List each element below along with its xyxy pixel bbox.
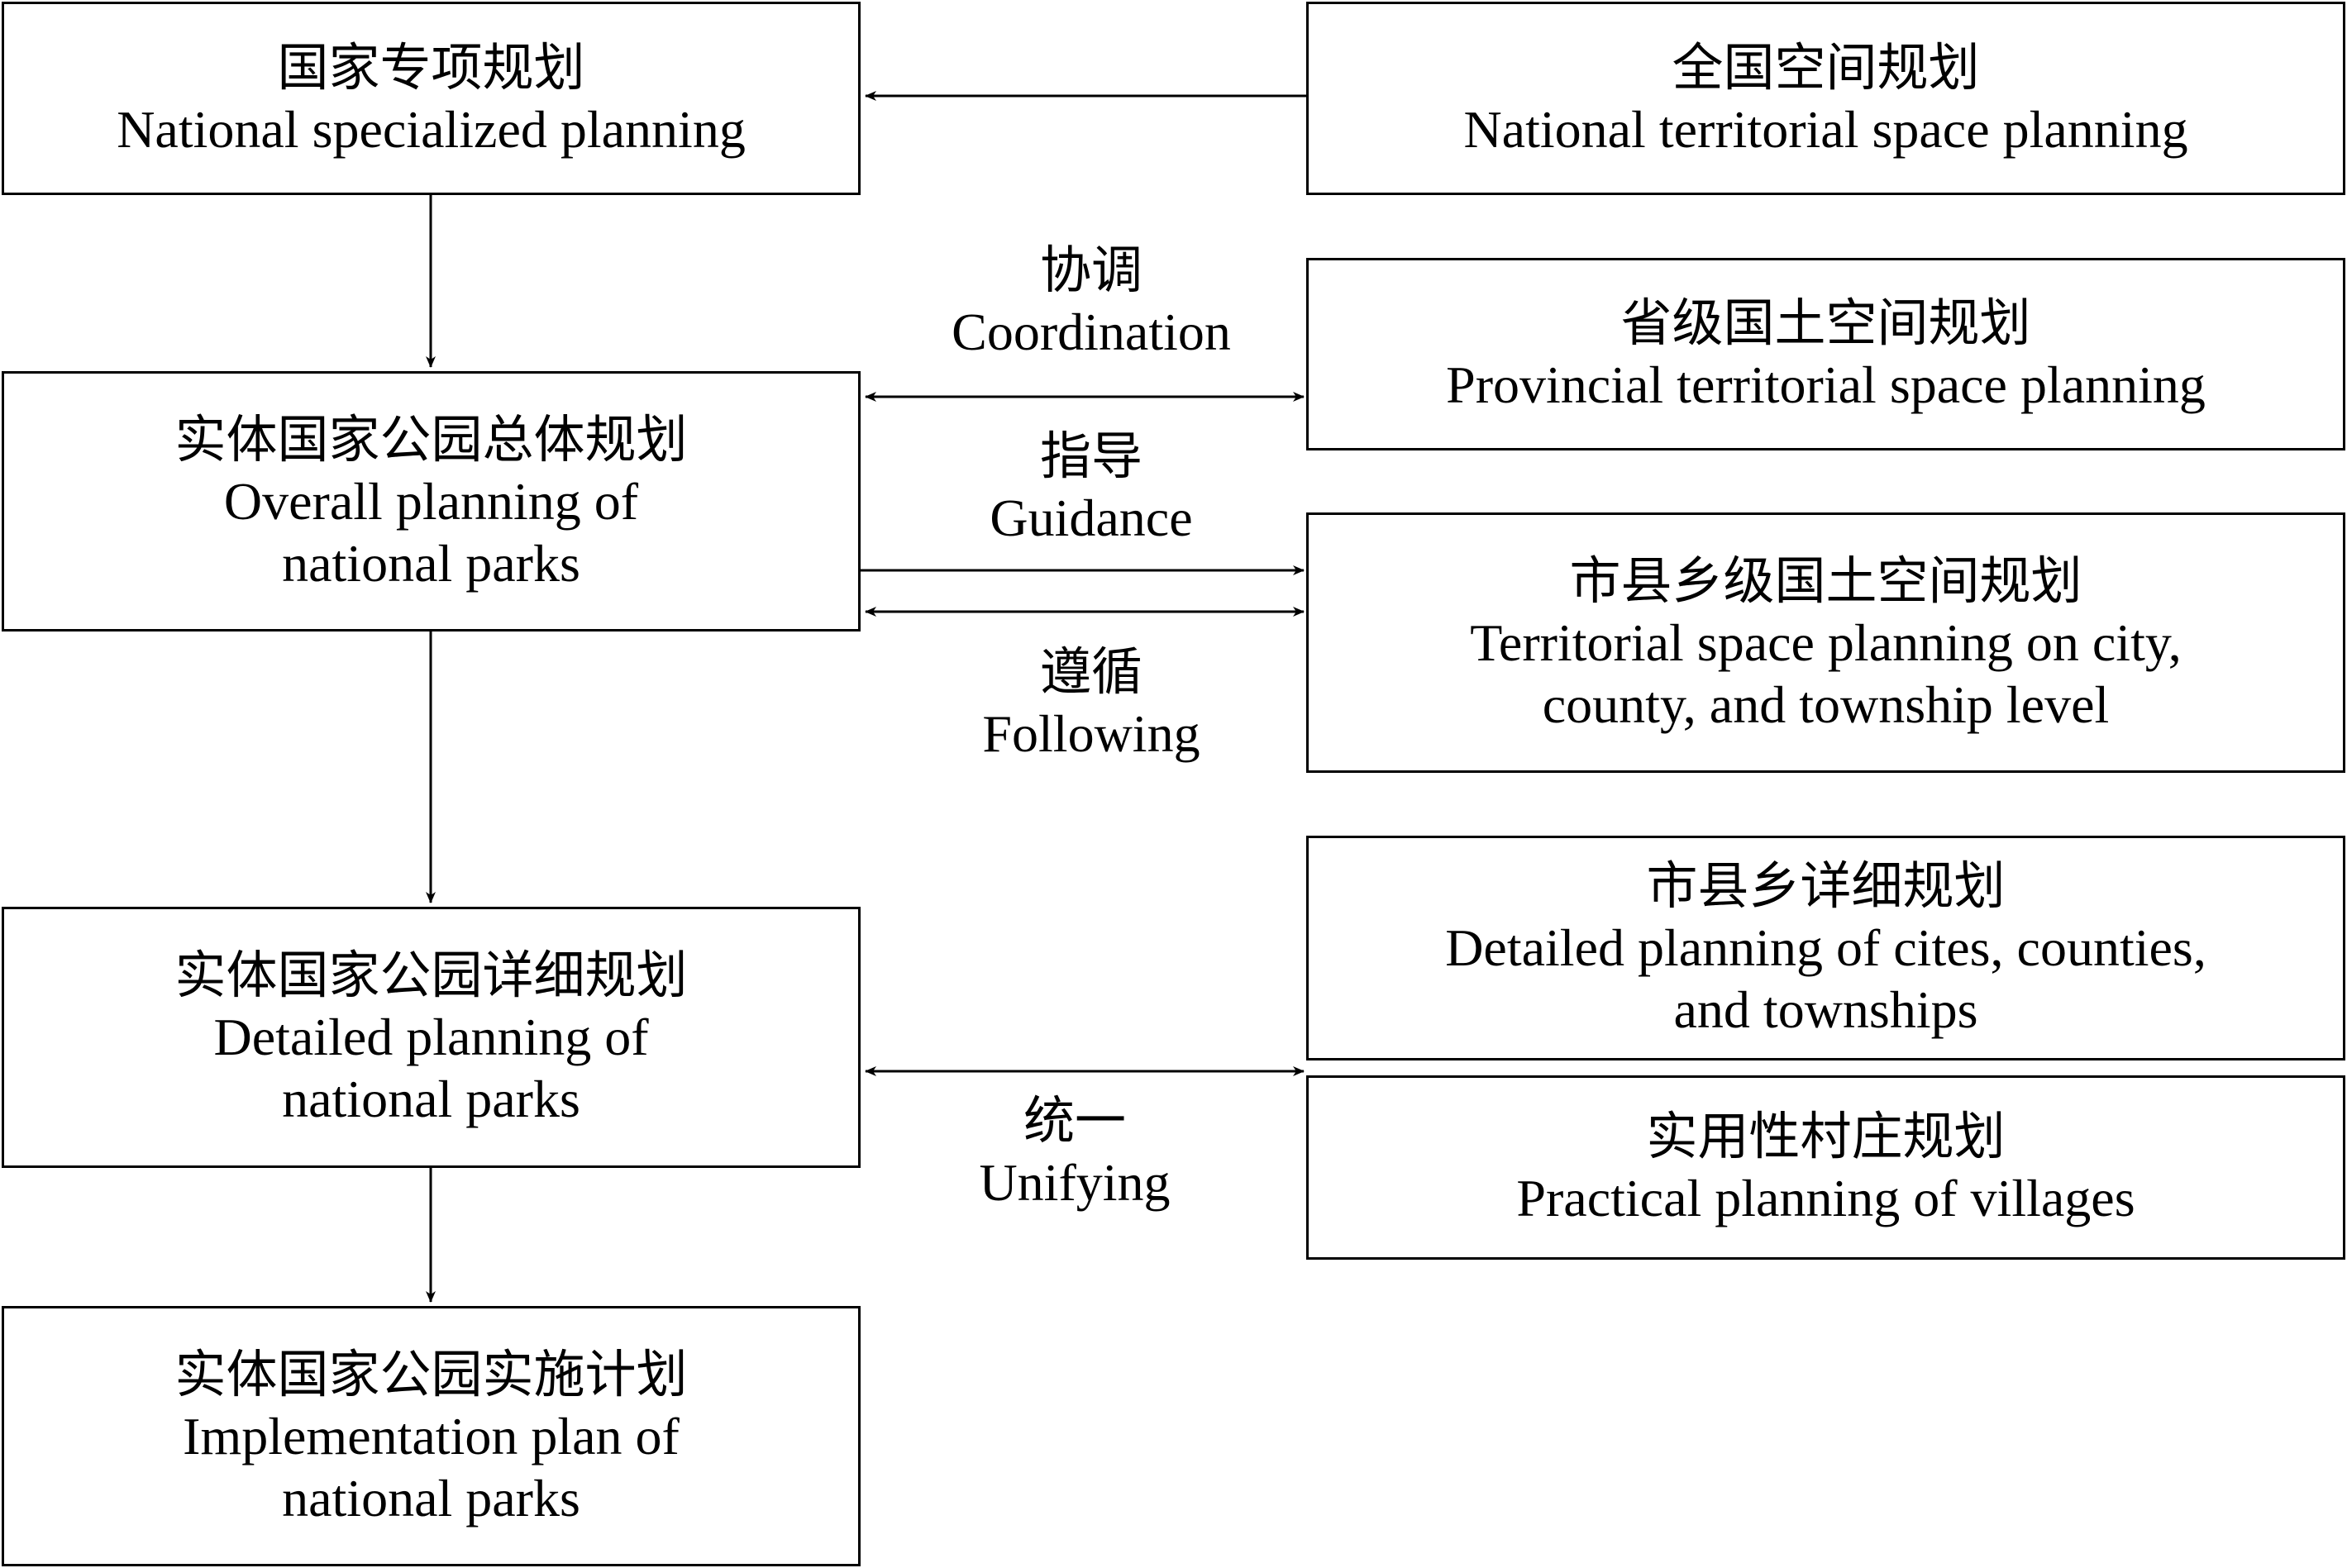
box-label-en: Provincial territorial space planning [1446,355,2206,414]
box-label-zh: 市县乡详细规划 [1646,855,2006,916]
box-label-zh: 实体国家公园总体规划 [174,408,688,469]
relation-label-zh: 指导 [1039,426,1142,486]
box-village-planning: 实用性村庄规划 Practical planning of villages [1306,1075,2345,1260]
relation-label-en: Guidance [990,489,1193,547]
box-city-county-township-planning: 市县乡级国土空间规划 Territorial space planning on… [1306,512,2345,773]
box-label-zh: 实体国家公园实施计划 [174,1343,688,1404]
box-label-en-line-2: national parks [282,1070,580,1128]
box-label-en-line-1: Overall planning of [223,471,639,531]
box-overall-planning: 实体国家公园总体规划 Overall planning of national … [2,371,861,631]
box-national-specialized-planning: 国家专项规划 National specialized planning [2,2,861,195]
box-label-en: National specialized planning [117,99,746,159]
relation-label-zh: 协调 [1039,240,1142,300]
box-provincial-planning: 省级国土空间规划 Provincial territorial space pl… [1306,258,2345,450]
box-label-en: National territorial space planning [1463,99,2188,159]
box-implementation-plan: 实体国家公园实施计划 Implementation plan of nation… [2,1306,861,1566]
box-label-en-line-2: national parks [282,1468,580,1527]
box-label-zh: 市县乡级国土空间规划 [1569,550,2082,611]
box-label-zh: 实用性村庄规划 [1646,1106,2006,1166]
relation-unifying-label: 统一 Unifying [909,1090,1240,1213]
box-label-en-line-1: Territorial space planning on city, [1470,612,2182,672]
box-label-en-line-2: county, and township level [1542,674,2110,734]
relation-label-en: Coordination [952,303,1231,361]
box-label-en-line-2: and townships [1673,980,1978,1039]
box-label-zh: 国家专项规划 [277,36,585,98]
relation-guidance-label: 指导 Guidance [926,426,1257,549]
relation-label-zh: 统一 [1023,1090,1126,1151]
relation-coordination-label: 协调 Coordination [926,240,1257,363]
box-detailed-cities-planning: 市县乡详细规划 Detailed planning of cites, coun… [1306,836,2345,1060]
box-label-en: Practical planning of villages [1516,1169,2135,1227]
box-label-en-line-1: Implementation plan of [183,1406,680,1466]
box-detailed-planning: 实体国家公园详细规划 Detailed planning of national… [2,907,861,1168]
box-national-territorial-planning: 全国空间规划 National territorial space planni… [1306,2,2345,195]
relation-label-en: Unifying [979,1153,1171,1212]
relation-label-zh: 遵循 [1039,641,1142,702]
relation-following-label: 遵循 Following [926,641,1257,765]
box-label-en-line-1: Detailed planning of [213,1008,649,1066]
box-label-en-line-2: national parks [282,533,580,593]
box-label-zh: 实体国家公园详细规划 [174,945,688,1005]
box-label-zh: 全国空间规划 [1672,36,1980,98]
box-label-en-line-1: Detailed planning of cites, counties, [1445,918,2206,977]
box-label-zh: 省级国土空间规划 [1620,293,2031,353]
relation-label-en: Following [982,704,1200,763]
